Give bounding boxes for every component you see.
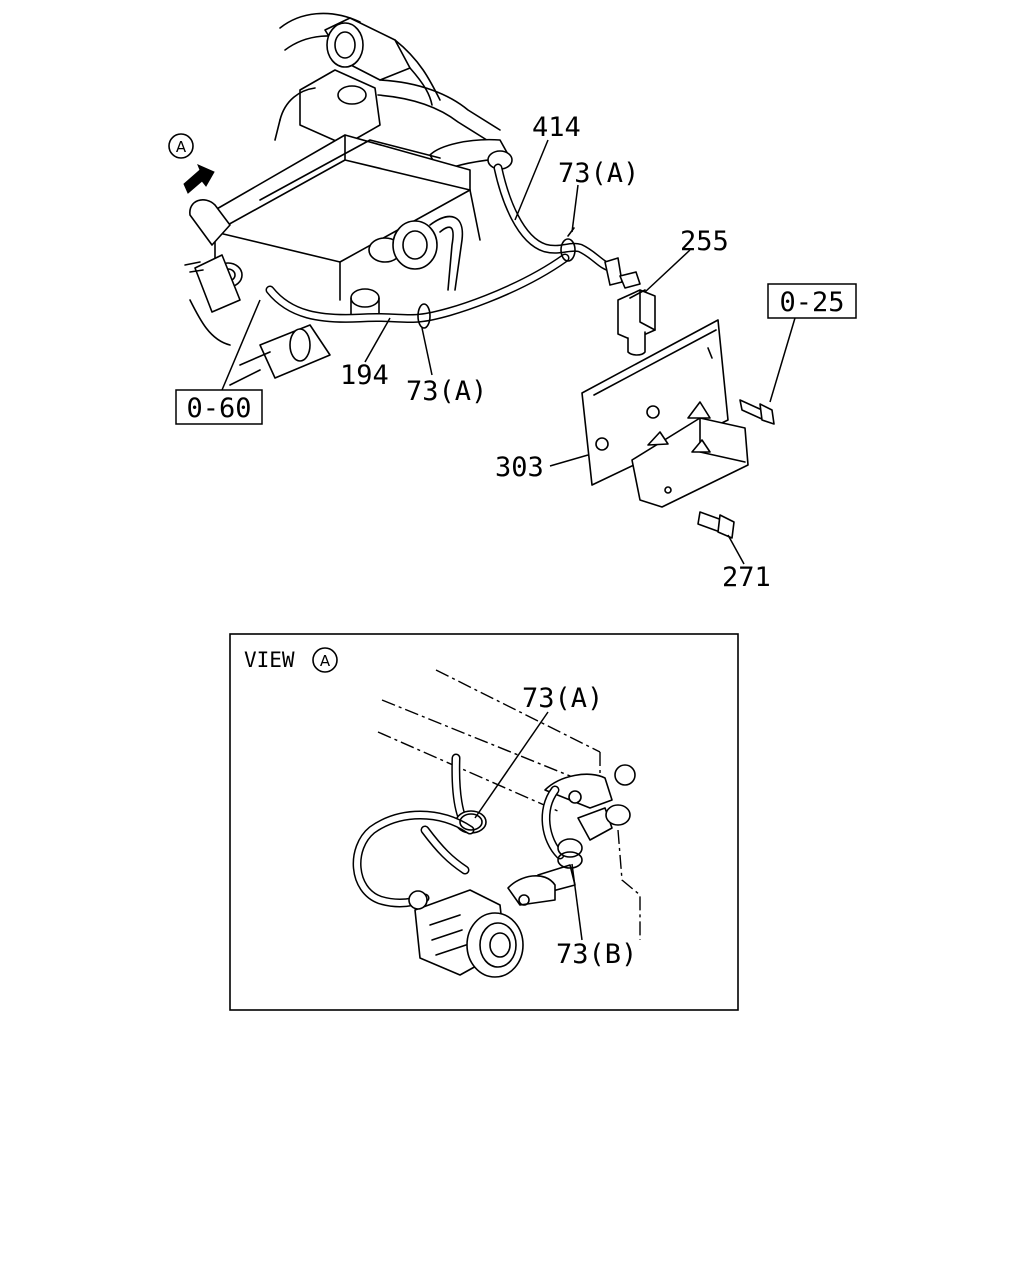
bolt-271 [697,511,735,539]
callout-303: 303 [495,452,544,483]
callout-73a-top: 73(A) [558,158,639,189]
engine-block-drawing [184,12,513,386]
callout-271: 271 [722,562,771,593]
inset-callout-73b: 73(B) [556,939,637,970]
callout-box-025 [767,283,857,319]
clamp-73a-inset [459,813,483,831]
hose-414 [493,163,617,273]
callout-060: 0-60 [186,393,251,424]
view-a-letter: A [176,138,187,156]
view-a-marker: A [168,133,215,194]
view-arrow-icon [183,164,215,194]
clamp-73b-inset [557,851,583,869]
callout-box-060 [175,389,263,425]
callout-194: 194 [340,360,389,391]
callout-025: 0-25 [779,287,844,318]
view-a-inset: VIEW A [229,633,739,1011]
clamp-73a-mid [417,303,431,329]
vsv-valve-255 [604,257,656,356]
inset-callout-73a: 73(A) [522,683,603,714]
bolt-025 [739,399,775,425]
hose-194 [265,253,570,324]
callout-255: 255 [680,226,729,257]
callout-414: 414 [532,112,581,143]
callout-73a-mid: 73(A) [406,376,487,407]
inset-title: VIEW [244,648,295,672]
bracket-303 [581,319,749,508]
inset-marker: A [320,652,331,670]
leader-lines [221,139,796,565]
